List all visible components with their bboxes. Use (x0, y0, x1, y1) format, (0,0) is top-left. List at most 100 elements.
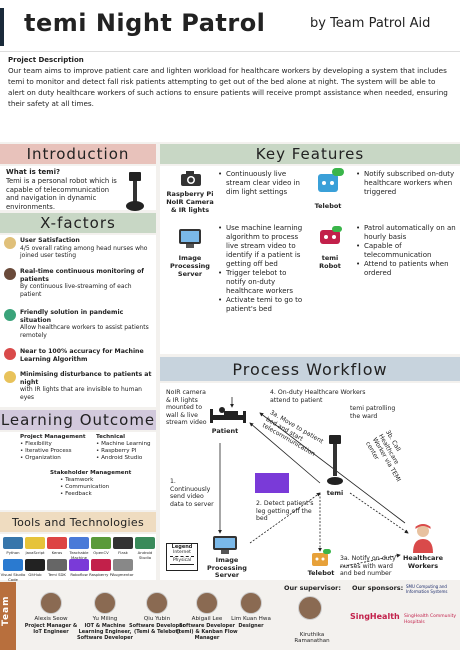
xfactors-heading: X-factors (0, 213, 156, 233)
server-bullet: Activate temi to go to patient's bed (218, 296, 308, 314)
avatar (146, 592, 168, 614)
singhealth-logo: SingHealth (350, 612, 400, 621)
key-features-panel: Raspberry Pi NoIR Camera & IR lights Con… (160, 166, 460, 354)
telebot-label: Telebot (307, 569, 335, 577)
introduction-heading: Introduction (0, 144, 156, 164)
avatar (40, 592, 62, 614)
member-name: Yu Miling (92, 616, 118, 622)
temi-label: temi Robot (319, 254, 341, 270)
avatar (240, 592, 262, 614)
temi-label: temi (326, 489, 344, 497)
member-role: IOT & Machine Learning Engineer, Softwar… (77, 623, 133, 641)
member-name: Alexis Seow (34, 616, 68, 622)
tool-label: Python (6, 550, 20, 555)
pm-heading: Project Management (20, 434, 86, 440)
step1-text: 1. Continuously send video data to serve… (170, 478, 214, 508)
community-hospitals-logo: SingHealth Community Hospitals (404, 614, 457, 625)
internet-line (170, 556, 194, 557)
virus-icon (4, 309, 16, 321)
telebot-icon (318, 168, 344, 192)
physical-line (170, 564, 194, 565)
member-role: Designer (238, 623, 264, 629)
temi-robot-icon (327, 435, 343, 485)
tool-label: OpenCV (93, 550, 109, 555)
tool-logo-icon (3, 537, 23, 549)
tools-heading: Tools and Technologies (0, 512, 156, 532)
avatar (196, 592, 218, 614)
sh-item: • Teamwork (60, 477, 94, 483)
step4-text: 4. On-duty Healthcare Workers attend to … (270, 389, 366, 404)
pm-item: • Organization (20, 455, 61, 461)
description-heading: Project Description (8, 56, 84, 64)
clock-icon (4, 268, 16, 280)
xfactor-text: with IR lights that are invisible to hum… (20, 386, 142, 401)
team-member: Lim Kuan Hwa Designer (226, 592, 276, 629)
sleep-icon (4, 371, 16, 383)
supervisor-label: Our supervisor: (284, 584, 341, 592)
tools-panel: Python JavaScript Keras Teachable Machine Op… (0, 534, 156, 582)
tool-logo-icon (47, 559, 67, 571)
tech-item: • Machine Learning (96, 441, 151, 447)
user-satisfaction-icon (4, 237, 16, 249)
tool-logo-icon (91, 559, 111, 571)
tool-label: Augmentor (112, 572, 134, 577)
camera-bullet: Continuously live stream clear video in … (218, 170, 304, 197)
workflow-arrows (218, 397, 409, 568)
camera-icon (181, 171, 201, 186)
temi-robot-icon (320, 226, 342, 244)
team-member: Yu Miling IOT & Machine Learning Enginee… (74, 592, 136, 641)
pm-column: Project Management • Flexibility • Itera… (20, 434, 90, 462)
nurse-icon (413, 524, 433, 553)
tool-logo-icon (113, 559, 133, 571)
tool-label: Teachable Machine (69, 550, 89, 560)
technical-heading: Technical (96, 434, 126, 440)
server-icon (213, 536, 237, 554)
introduction-panel: What is temi? Temi is a personal robot w… (0, 166, 156, 211)
temi-bullet: Patrol automatically on an hourly basis (356, 224, 456, 242)
server-label: Image Processing Server (170, 254, 210, 278)
member-name: Qiu Yubin (143, 616, 171, 622)
member-name: Abigail Lee (191, 616, 223, 622)
step3a-notify-text: 3a. Notify on-duty nurses with ward and … (340, 555, 396, 577)
xfactor-title: Near to 100% accuracy for Machine Learni… (20, 348, 144, 363)
smu-logo: SMU Computing and Information Systems (406, 584, 448, 594)
project-description: Project Description Our team aims to imp… (0, 52, 460, 142)
camera-label: Raspberry Pi NoIR Camera & IR lights (166, 190, 214, 214)
team-member: Abigail Lee Software Developer (temi) & … (176, 592, 238, 641)
process-heading: Process Workflow (160, 357, 460, 381)
workers-label: Healthcare Workers (402, 554, 444, 570)
temi-bullet: Capable of telecommunication (356, 242, 456, 260)
server-bullet: Use machine learning algorithm to proces… (218, 224, 308, 269)
tool-label: Flask (118, 550, 128, 555)
tool-label: Keras (51, 550, 63, 555)
team-byline: by Team Patrol Aid (310, 16, 431, 31)
intro-text: Temi is a personal robot which is capabl… (6, 177, 117, 211)
xfactor-title: Friendly solution in pandemic situation (20, 309, 124, 324)
tool-label: Android Studio (137, 550, 153, 560)
telebot-bullet: Notify subscribed on-duty healthcare wor… (356, 170, 456, 197)
patient-label: Patient (211, 427, 239, 435)
telebot-label: Telebot (314, 202, 342, 210)
avatar (298, 596, 322, 620)
tool-label: JavaScript (25, 550, 45, 555)
patrolling-text: temi patrolling the ward (350, 405, 396, 420)
member-role: Software Developer (temi) & Kanban Flow … (176, 623, 238, 641)
poster-title: temi Night Patrol (24, 9, 266, 37)
sponsors-label: Our sponsors: (352, 584, 404, 592)
pm-item: • Iterative Process (20, 448, 72, 454)
poster-header: temi Night Patrol by Team Patrol Aid (0, 0, 460, 52)
legend-internet: Internet (173, 550, 191, 555)
tool-logo-icon (69, 559, 89, 571)
sh-item: • Feedback (60, 491, 92, 497)
team-label: Team (1, 595, 11, 627)
step2-text: 2. Detect patient's leg getting off the … (256, 500, 314, 522)
tool-label: Temi SDK (48, 572, 66, 577)
supervisor-name: Kiruthika Ramanathan (294, 632, 330, 644)
server-bullet: Trigger telebot to notify on-duty health… (218, 269, 308, 296)
team-member: Alexis Seow Project Manager & IoT Engine… (20, 592, 82, 635)
telebot-icon (312, 549, 331, 566)
stakeholder-heading: Stakeholder Management (50, 470, 132, 476)
technical-column: Technical • Machine Learning • Raspberry… (96, 434, 154, 462)
tool-label: Raspberry Pi (89, 572, 113, 577)
